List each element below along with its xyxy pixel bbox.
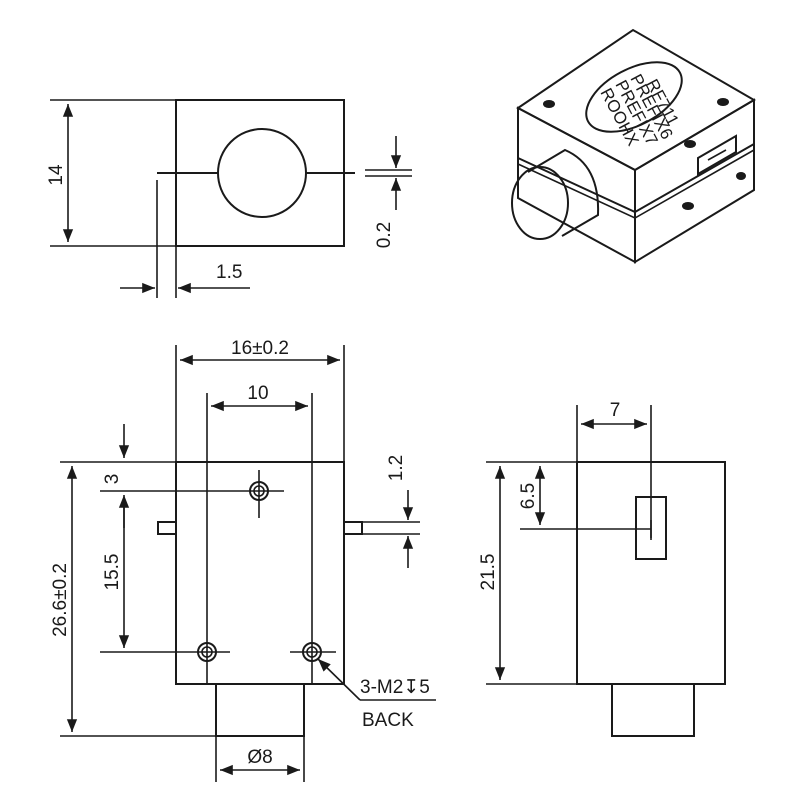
thread-note: 3-M2↧5 [360,677,430,698]
dim-label-1-5: 1.5 [216,262,242,283]
side-view-connector [611,683,695,737]
iso-hole-3 [684,140,696,148]
dim-label-14: 14 [46,164,67,186]
iso-view: RF711 PREFIX6 PREFIX7 ROOHX [511,28,756,264]
dim-label-21-5: 21.5 [478,554,499,591]
back-note: BACK [362,710,414,731]
side-view: 7 6.5 21.5 [478,400,726,737]
iso-hole-5 [736,172,746,180]
iso-split-line [517,143,755,214]
iso-hole-4 [682,202,694,210]
front-view-tab-left [157,521,177,535]
iso-hole-1 [543,100,555,108]
dim-label-6-5: 6.5 [518,483,539,509]
iso-port-body [527,148,600,237]
top-view-port-circle [217,128,307,218]
dim-label-diameter: Ø8 [247,747,272,768]
dim-label-16: 16±0.2 [231,338,289,359]
front-view: 16±0.2 10 3 15.5 26.6±0.2 1.2 Ø8 3-M2↧5 … [50,338,436,782]
dim-label-1-2: 1.2 [386,455,407,481]
dim-label-10: 10 [247,383,268,404]
thread-leader [317,658,361,701]
top-view: 14 0.2 1.5 [46,99,412,298]
front-view-tab-right [343,521,363,535]
dim-label-0-2: 0.2 [374,222,395,248]
iso-port-face [511,166,569,240]
front-view-connector [215,683,305,737]
iso-label-ellipse [585,61,683,133]
iso-hole-2 [717,98,729,106]
iso-slot [697,134,737,176]
dim-label-26-6: 26.6±0.2 [50,563,71,637]
iso-right-face [634,98,755,264]
dim-label-15-5: 15.5 [102,554,123,591]
dim-label-7: 7 [610,400,621,421]
dim-label-3: 3 [102,474,123,485]
